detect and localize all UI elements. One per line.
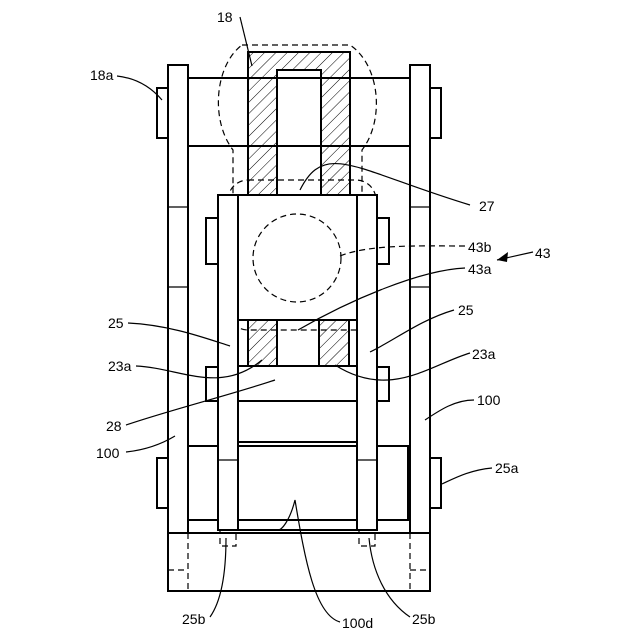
label-23a-left: 23a: [108, 358, 132, 374]
lower-arm-23a-left: [248, 320, 277, 366]
label-25-left: 25: [108, 315, 124, 331]
label-23a-right: 23a: [472, 346, 496, 362]
label-100-right: 100: [477, 392, 501, 408]
tab-18a-right: [430, 88, 441, 138]
label-43a: 43a: [468, 261, 492, 277]
label-43: 43: [535, 245, 551, 261]
label-25-right: 25: [458, 302, 474, 318]
side-plate-25-right: [357, 195, 377, 530]
plate-tab: [377, 218, 389, 264]
plate-tab: [206, 218, 218, 264]
frame-rail-right: [410, 65, 430, 533]
leader-25b-left: [210, 538, 226, 617]
tab-25a-left: [157, 458, 168, 508]
tab-25a-right: [430, 458, 441, 508]
label-27: 27: [479, 198, 495, 214]
bottom-frame: [168, 533, 430, 591]
label-100d: 100d: [342, 615, 373, 631]
leader-25b-right: [369, 538, 410, 617]
label-18a: 18a: [90, 67, 114, 83]
label-25a: 25a: [495, 460, 519, 476]
pivot-arm-18: [248, 52, 350, 196]
plate-tab: [377, 367, 389, 401]
arrowhead-43: [497, 252, 508, 262]
label-28: 28: [106, 418, 122, 434]
frame-rail-left: [168, 65, 188, 533]
leader-18a: [117, 76, 162, 100]
label-18: 18: [217, 9, 233, 25]
leader-28: [126, 380, 275, 425]
link-block-43: [238, 195, 357, 320]
label-25b-left: 25b: [182, 611, 206, 627]
lower-arm-23a-right: [319, 320, 349, 366]
leader-18: [240, 17, 252, 66]
plate-tab: [206, 367, 218, 401]
label-100-left: 100: [96, 445, 120, 461]
upper-crossbar: [188, 78, 410, 146]
leader-25a: [442, 468, 492, 484]
label-43b: 43b: [468, 239, 492, 255]
leader-23a-left: [136, 360, 262, 378]
label-25b-right: 25b: [412, 611, 436, 627]
leader-100-right: [425, 400, 474, 420]
leader-100d: [278, 500, 340, 622]
side-plate-25-left: [218, 195, 238, 530]
